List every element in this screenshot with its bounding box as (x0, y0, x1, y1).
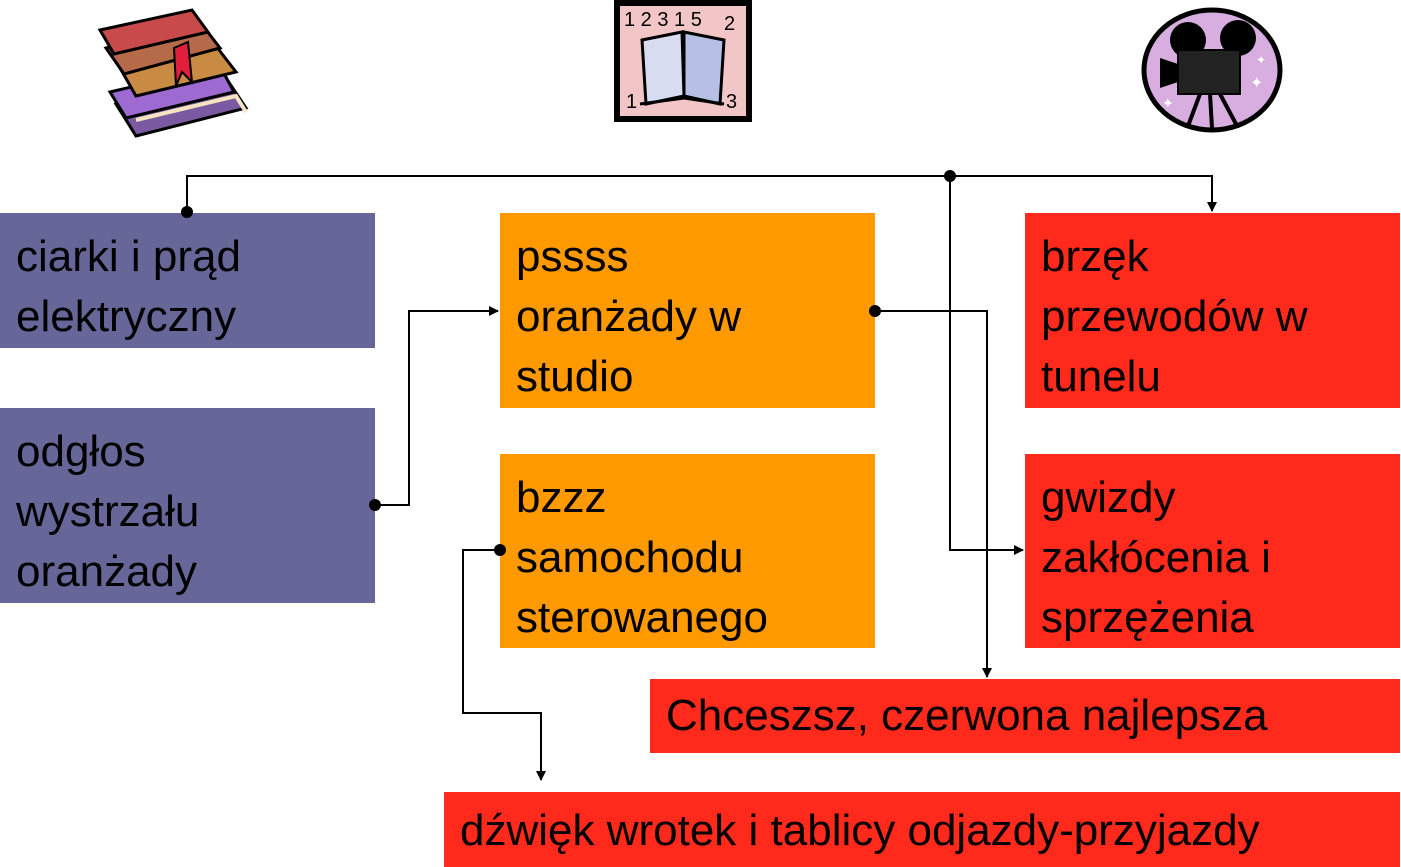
box-odglos-line-2: wystrzału (16, 487, 200, 536)
box-brzek: brzęk przewodów w tunelu (1025, 213, 1400, 408)
connector-odglos-to-pssss (375, 306, 499, 506)
connector-ciarki-to-brzek (186, 175, 1217, 212)
box-bzzz-line-3: sterowanego (516, 593, 768, 642)
box-gwizdy-line-3: sprzężenia (1041, 593, 1254, 642)
box-odglos: odgłos wystrzału oranżady (0, 408, 375, 603)
box-ciarki-line-1: ciarki i prąd (16, 232, 241, 281)
box-chceszsz: Chceszsz, czerwona najlepsza (650, 679, 1400, 753)
connector-bus-to-gwizdy (949, 176, 1024, 555)
connector-dot-ciarki (181, 206, 193, 218)
box-bzzz-line-1: bzzz (516, 473, 607, 522)
open-book-numbers-clipart-icon: 1 2 3 1 5 2 1 3 (614, 0, 752, 122)
box-dzwiek: dźwięk wrotek i tablicy odjazdy-przyjazd… (444, 792, 1400, 867)
box-pssss-line-3: studio (516, 352, 634, 401)
box-pssss-line-1: pssss (516, 232, 629, 281)
box-gwizdy-line-2: zakłócenia i (1041, 533, 1271, 582)
box-pssss-line-2: oranżady w (516, 292, 742, 341)
box-brzek-line-1: brzęk (1041, 232, 1149, 281)
box-gwizdy-line-1: gwizdy (1041, 473, 1176, 522)
svg-text:2: 2 (724, 13, 735, 35)
box-bzzz: bzzz samochodu sterowanego (500, 454, 875, 648)
box-brzek-line-2: przewodów w (1041, 292, 1308, 341)
connector-bzzz-to-dzwiek (462, 549, 546, 781)
svg-text:✦: ✦ (1250, 75, 1263, 92)
connector-dot-odglos (369, 499, 381, 511)
box-chceszsz-text: Chceszsz, czerwona najlepsza (666, 691, 1268, 740)
books-clipart-icon (97, 8, 249, 138)
box-gwizdy: gwizdy zakłócenia i sprzężenia (1025, 454, 1400, 648)
box-odglos-line-3: oranżady (16, 547, 198, 596)
svg-text:1: 1 (626, 91, 637, 113)
box-bzzz-line-2: samochodu (516, 533, 744, 582)
svg-text:1 2 3 1 5: 1 2 3 1 5 (624, 9, 702, 31)
box-brzek-line-3: tunelu (1041, 352, 1161, 401)
svg-text:✦: ✦ (1256, 53, 1266, 67)
svg-text:3: 3 (726, 91, 737, 113)
svg-text:✦: ✦ (1162, 95, 1174, 111)
connector-dot-bus (944, 170, 956, 182)
box-ciarki: ciarki i prąd elektryczny (0, 213, 375, 348)
box-odglos-line-1: odgłos (16, 427, 146, 476)
film-camera-clipart-icon: ✦ ✦ ✦ (1141, 7, 1283, 133)
box-dzwiek-text: dźwięk wrotek i tablicy odjazdy-przyjazd… (460, 806, 1260, 855)
connector-pssss-to-chceszsz (875, 310, 992, 678)
connector-dot-pssss (869, 305, 881, 317)
connector-dot-bzzz (494, 544, 506, 556)
box-pssss: pssss oranżady w studio (500, 213, 875, 408)
box-ciarki-line-2: elektryczny (16, 292, 237, 341)
